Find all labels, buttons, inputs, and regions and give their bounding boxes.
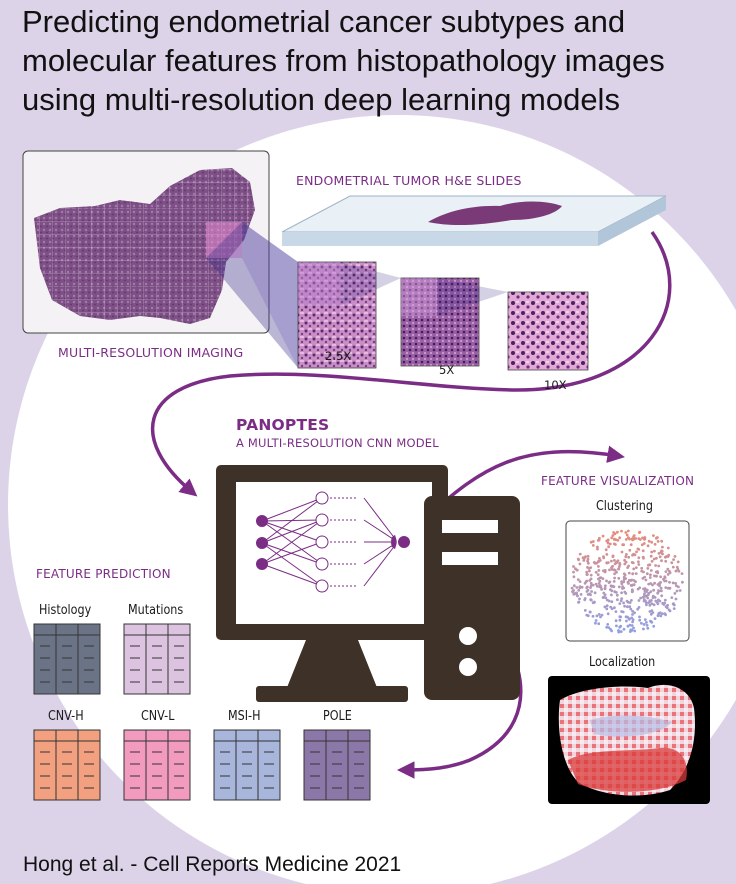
clustering-panel	[565, 520, 690, 642]
title-line-3: using multi-resolution deep learning mod…	[22, 82, 620, 117]
slides-label: ENDOMETRIAL TUMOR H&E SLIDES	[296, 173, 522, 188]
page-title: Predicting endometrial cancer subtypes a…	[22, 2, 722, 119]
prediction-label: FEATURE PREDICTION	[36, 567, 171, 581]
table-title-msi-h: MSI-H	[228, 709, 261, 724]
prediction-table-msi-h	[213, 729, 281, 801]
clustering-title: Clustering	[596, 499, 653, 514]
localization-title: Localization	[589, 655, 656, 670]
title-line-2: molecular features from histopathology i…	[22, 43, 665, 78]
localization-panel	[548, 676, 710, 804]
table-title-pole: POLE	[323, 709, 352, 724]
model-name: PANOPTES	[236, 416, 330, 434]
computer-tower	[424, 496, 520, 700]
slide-tissue	[428, 201, 562, 226]
neural-network-icon	[256, 491, 410, 593]
table-title-histology: Histology	[39, 603, 92, 618]
prediction-tables	[33, 623, 371, 801]
title-line-1: Predicting endometrial cancer subtypes a…	[22, 4, 626, 39]
whole-slide-panel	[22, 150, 270, 334]
imaging-label: MULTI-RESOLUTION IMAGING	[58, 345, 244, 360]
tile-10x	[507, 291, 589, 371]
table-title-cnv-h: CNV-H	[48, 709, 84, 724]
table-title-cnv-l: CNV-L	[141, 709, 175, 724]
magnification-10x: 10X	[544, 378, 567, 392]
selected-tile	[206, 222, 242, 258]
prediction-table-cnv-l	[123, 729, 191, 801]
visualization-label: FEATURE VISUALIZATION	[541, 474, 695, 488]
computer-monitor	[216, 465, 448, 702]
prediction-table-pole	[303, 729, 371, 801]
citation-footer: Hong et al. - Cell Reports Medicine 2021	[23, 853, 402, 876]
glass-slide	[281, 195, 667, 246]
tile-5x	[400, 277, 480, 367]
prediction-table-mutations	[123, 623, 191, 695]
magnification-5x: 5X	[439, 363, 455, 377]
prediction-table-histology	[33, 623, 101, 695]
model-subtitle: A MULTI-RESOLUTION CNN MODEL	[236, 436, 439, 450]
tile-2.5x	[297, 261, 377, 369]
flow-arrow-to-model	[150, 230, 672, 497]
zoom-beam	[206, 222, 298, 368]
magnification-2.5x: 2.5X	[325, 349, 352, 363]
prediction-table-cnv-h	[33, 729, 101, 801]
table-title-mutations: Mutations	[128, 603, 184, 618]
